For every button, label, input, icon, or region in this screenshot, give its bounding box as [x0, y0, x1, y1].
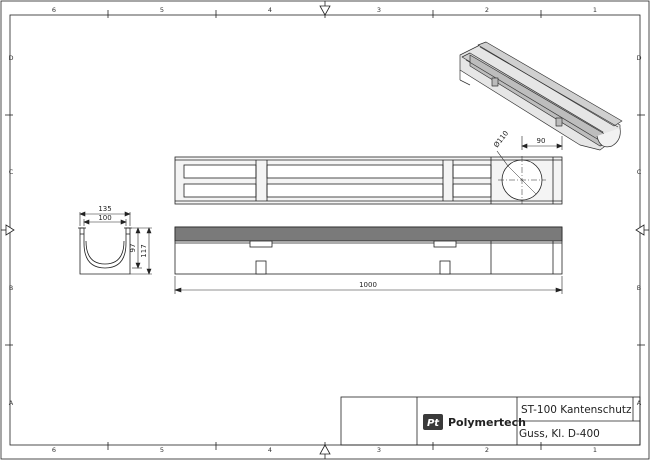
- drawing-title: ST-100 Kantenschutz: [521, 404, 632, 416]
- col-label-bottom-6: 6: [52, 446, 56, 454]
- height-outer-label: 117: [140, 244, 148, 257]
- row-label-left-A: A: [9, 399, 14, 407]
- col-label-top-5: 5: [160, 6, 164, 14]
- row-label-right-C: C: [637, 168, 642, 176]
- row-label-right-B: B: [637, 284, 641, 292]
- title-block: [340, 396, 641, 446]
- col-label-top-1: 1: [593, 6, 597, 14]
- width-inner-label: 100: [98, 214, 111, 222]
- col-label-top-6: 6: [52, 6, 56, 14]
- col-label-bottom-2: 2: [485, 446, 489, 454]
- col-label-bottom-3: 3: [377, 446, 381, 454]
- isometric-view: [459, 41, 623, 151]
- height-inner-label: 97: [129, 244, 137, 253]
- polymertech-logo: Pt Polymertech: [423, 414, 526, 430]
- cross-section-dimensions: [79, 211, 152, 275]
- hole-offset-label: 90: [537, 137, 546, 145]
- top-view: [174, 156, 563, 205]
- length-label: 1000: [359, 281, 377, 289]
- row-label-left-C: C: [9, 168, 14, 176]
- width-outer-label: 135: [98, 205, 111, 213]
- col-label-bottom-5: 5: [160, 446, 164, 454]
- length-dimension: [174, 276, 563, 294]
- side-view: [174, 226, 563, 275]
- frame-ticks: [5, 10, 645, 450]
- cross-section: [78, 227, 132, 275]
- drawing-subtitle: Guss, Kl. D-400: [519, 428, 600, 440]
- col-label-top-2: 2: [485, 6, 489, 14]
- col-label-bottom-4: 4: [268, 446, 272, 454]
- col-label-bottom-1: 1: [593, 446, 597, 454]
- col-label-top-4: 4: [268, 6, 272, 14]
- logo-mark: Pt: [427, 418, 440, 429]
- hole-diameter-label: Ø110: [492, 129, 510, 149]
- zone-labels: 6 5 4 3 2 1 6 5 4 3 2 1 D C B A D C B A: [8, 6, 641, 454]
- hole-dimensions: [496, 136, 563, 167]
- row-label-right-A: A: [637, 399, 642, 407]
- brand-name: Polymertech: [448, 416, 526, 429]
- col-label-top-3: 3: [377, 6, 381, 14]
- row-label-right-D: D: [636, 54, 641, 62]
- row-label-left-D: D: [8, 54, 13, 62]
- row-label-left-B: B: [9, 284, 13, 292]
